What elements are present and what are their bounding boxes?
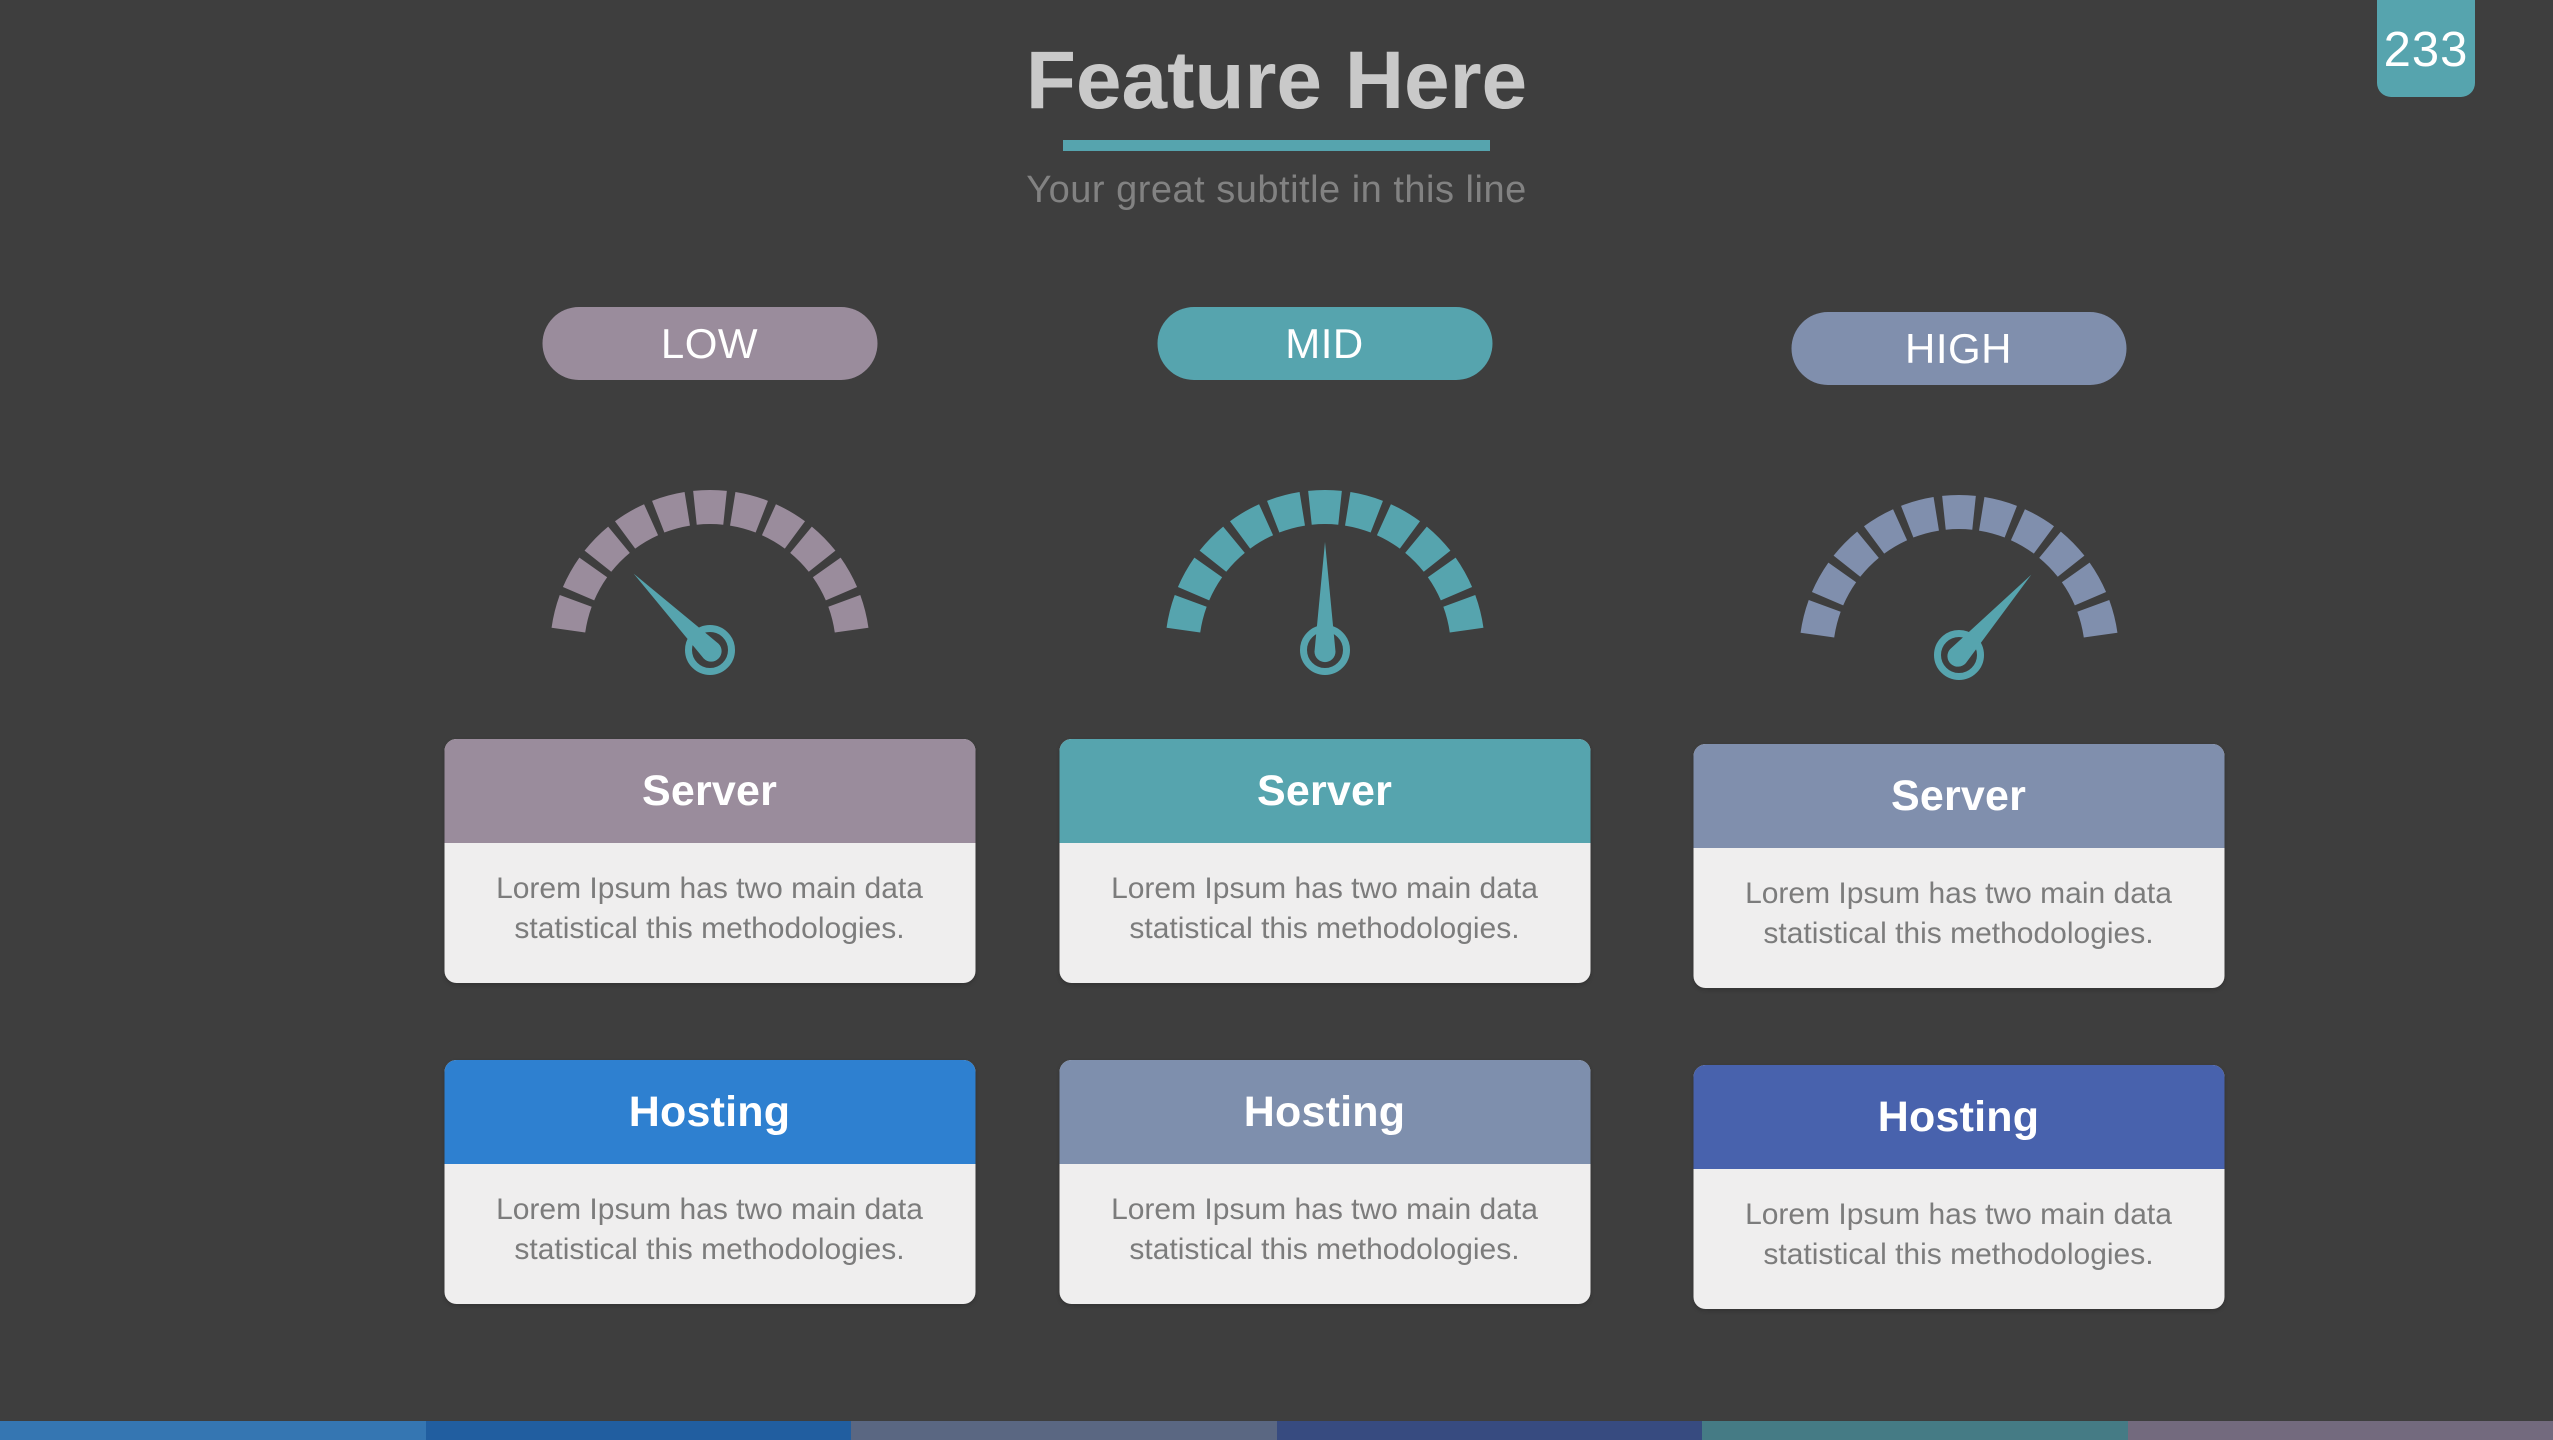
gauge-segment bbox=[551, 595, 592, 633]
server-card-low[interactable]: Server Lorem Ipsum has two main data sta… bbox=[444, 739, 975, 983]
hosting-card-title: Hosting bbox=[628, 1087, 791, 1136]
gauge-segment bbox=[1177, 557, 1222, 601]
gauge-segment bbox=[2038, 531, 2084, 577]
gauge-segment bbox=[1978, 497, 2017, 538]
color-swatch-2 bbox=[425, 1421, 851, 1440]
gauge-segment bbox=[1376, 504, 1420, 549]
server-card-text: Lorem Ipsum has two main data statistica… bbox=[496, 872, 923, 945]
server-card-header: Server bbox=[444, 739, 975, 843]
color-swatch-6 bbox=[2127, 1421, 2553, 1440]
hosting-card-high[interactable]: Hosting Lorem Ipsum has two main data st… bbox=[1693, 1065, 2224, 1309]
level-pill-mid[interactable]: MID bbox=[1157, 307, 1492, 380]
gauge-hub bbox=[1933, 630, 1984, 680]
gauge-segment bbox=[812, 557, 857, 601]
server-card-high[interactable]: Server Lorem Ipsum has two main data sta… bbox=[1693, 744, 2224, 988]
gauge-segment bbox=[562, 557, 607, 601]
server-card-mid[interactable]: Server Lorem Ipsum has two main data sta… bbox=[1059, 739, 1590, 983]
hosting-card-header: Hosting bbox=[1059, 1060, 1590, 1164]
hosting-card-text: Lorem Ipsum has two main data statistica… bbox=[1745, 1198, 2172, 1271]
title-underline-rule bbox=[1063, 140, 1490, 152]
gauge-segment bbox=[651, 492, 690, 533]
server-card-header: Server bbox=[1693, 744, 2224, 848]
slide-number-badge: 233 bbox=[2377, 0, 2475, 97]
color-swatch-5 bbox=[1702, 1421, 2128, 1440]
page-title: Feature Here bbox=[1025, 35, 1528, 126]
gauge-segment bbox=[1427, 557, 1472, 601]
gauge-segment bbox=[1404, 526, 1450, 572]
gauge-segment bbox=[1344, 492, 1383, 533]
gauge-needle bbox=[633, 573, 722, 662]
gauge-needle bbox=[1946, 574, 2031, 667]
color-swatch-4 bbox=[1276, 1421, 1702, 1440]
gauge-segment bbox=[1266, 492, 1305, 533]
hosting-card-text: Lorem Ipsum has two main data statistica… bbox=[1111, 1193, 1538, 1266]
level-pill-low[interactable]: LOW bbox=[542, 307, 877, 380]
gauge-needle bbox=[1314, 542, 1335, 663]
gauge-segment bbox=[1941, 495, 1976, 530]
gauge-segment bbox=[789, 526, 835, 572]
color-swatch-1 bbox=[0, 1421, 426, 1440]
color-swatch-bar bbox=[0, 1421, 2553, 1440]
gauge-segment bbox=[1166, 595, 1207, 633]
gauge-segment bbox=[1199, 526, 1245, 572]
slide-number-value: 233 bbox=[2383, 23, 2469, 77]
gauge-hub bbox=[684, 625, 735, 675]
gauge-segment bbox=[1900, 497, 1939, 538]
gauge-segment bbox=[1800, 600, 1841, 638]
gauge-segment bbox=[2061, 562, 2106, 606]
hosting-card-header: Hosting bbox=[444, 1060, 975, 1164]
speedometer-gauge-high bbox=[1794, 457, 2124, 692]
gauge-segment bbox=[1442, 595, 1483, 633]
slide-header: Feature Here Your great subtitle in this… bbox=[0, 35, 2553, 212]
gauge-segment bbox=[1811, 562, 1856, 606]
hosting-card-title: Hosting bbox=[1243, 1087, 1406, 1136]
gauge-segment bbox=[1863, 509, 1907, 554]
color-swatch-3 bbox=[851, 1421, 1277, 1440]
gauge-segment bbox=[2010, 509, 2054, 554]
hosting-card-title: Hosting bbox=[1877, 1092, 2040, 1141]
speedometer-gauge-mid bbox=[1160, 452, 1490, 687]
level-pill-label: MID bbox=[1285, 319, 1364, 367]
gauge-segment bbox=[614, 504, 658, 549]
gauge-segment bbox=[761, 504, 805, 549]
server-card-text: Lorem Ipsum has two main data statistica… bbox=[1111, 872, 1538, 945]
hosting-card-mid[interactable]: Hosting Lorem Ipsum has two main data st… bbox=[1059, 1060, 1590, 1304]
server-card-title: Server bbox=[641, 766, 778, 815]
hosting-card-text: Lorem Ipsum has two main data statistica… bbox=[496, 1193, 923, 1266]
level-pill-high[interactable]: HIGH bbox=[1791, 312, 2126, 385]
hosting-card-header: Hosting bbox=[1693, 1065, 2224, 1169]
gauge-segment bbox=[692, 490, 727, 525]
level-pill-label: LOW bbox=[660, 319, 759, 367]
server-card-title: Server bbox=[1256, 766, 1393, 815]
gauge-segment bbox=[2076, 600, 2117, 638]
gauge-segment bbox=[827, 595, 868, 633]
gauge-segment bbox=[1307, 490, 1342, 525]
server-card-header: Server bbox=[1059, 739, 1590, 843]
hosting-card-low[interactable]: Hosting Lorem Ipsum has two main data st… bbox=[444, 1060, 975, 1304]
page-subtitle: Your great subtitle in this line bbox=[1026, 169, 1527, 212]
server-card-text: Lorem Ipsum has two main data statistica… bbox=[1745, 877, 2172, 950]
gauge-segment bbox=[584, 526, 630, 572]
gauge-segment bbox=[1229, 504, 1273, 549]
gauge-segment bbox=[1833, 531, 1879, 577]
gauge-segment bbox=[729, 492, 768, 533]
level-pill-label: HIGH bbox=[1905, 324, 2012, 372]
server-card-title: Server bbox=[1890, 771, 2027, 820]
speedometer-gauge-low bbox=[545, 452, 875, 687]
